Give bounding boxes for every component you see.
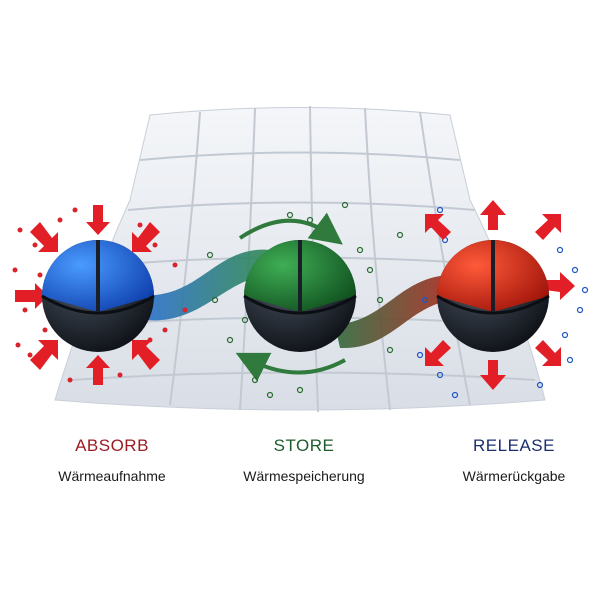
flow-band-store-release <box>335 274 460 349</box>
release-sublabel: Wärmerückgabe <box>462 468 566 484</box>
caption-absorb: ABSORB Wärmeaufnahme <box>12 436 212 485</box>
store-sublabel: Wärmespeicherung <box>243 468 365 484</box>
heat-particles-red <box>12 207 188 383</box>
caption-store: STORE Wärmespeicherung <box>204 436 404 485</box>
absorb-label: ABSORB <box>75 436 149 455</box>
flow-arrow-bottom <box>235 352 346 382</box>
store-sphere <box>243 240 357 352</box>
flow-band-absorb-store <box>140 249 275 321</box>
flow-arrow-top <box>238 212 343 245</box>
store-label: STORE <box>273 436 335 455</box>
release-arrows <box>425 200 575 390</box>
caption-release: RELEASE Wärmerückgabe <box>414 436 600 485</box>
absorb-sphere <box>41 240 155 352</box>
absorb-sublabel: Wärmeaufnahme <box>58 468 166 484</box>
absorb-arrows <box>15 205 160 385</box>
release-sphere <box>436 240 550 352</box>
heat-particles-green <box>206 201 404 399</box>
heat-particles-blue <box>416 206 589 399</box>
release-label: RELEASE <box>473 436 555 455</box>
